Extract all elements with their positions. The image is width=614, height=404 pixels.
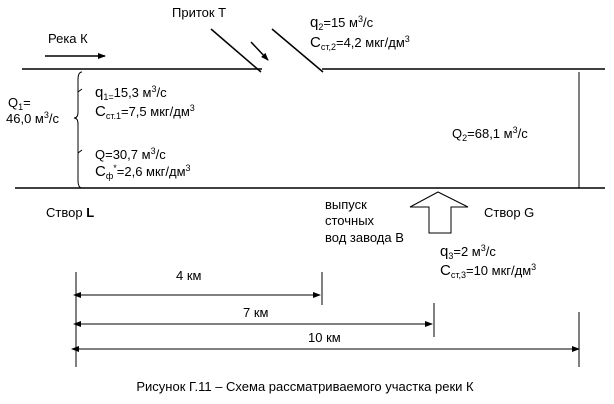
cf-label: Cф*=2,6 мкг/дм3 [95,163,191,181]
Q-label: Q=30,7 м3/с [95,146,166,162]
q1-label: q1=15,3 м3/с [95,84,167,102]
outlet-label-line2: сточных [325,213,375,228]
Q1-value: 46,0 м3/с [6,110,59,126]
q3-label: q3=2 м3/с [440,243,496,261]
dist-10-label: 10 км [308,330,341,345]
tributary-flow-arrow [250,41,269,61]
dist-4-label: 4 км [176,268,202,283]
river-label: Река К [48,31,88,46]
tributary-bank-left [210,28,262,73]
c2-label: Cст,2=4,2 мкг/дм3 [310,34,410,52]
flow-split-brace [73,71,83,189]
outlet-label-line1: выпуск [325,197,367,212]
c1-label: Cст.1=7,5 мкг/дм3 [95,103,195,121]
outlet-label-line3: вод завода В [325,230,404,245]
outlet-arrow-icon [409,191,469,234]
section-G-label: Створ G [484,205,534,220]
Q2-label: Q2=68,1 м3/с [452,125,528,143]
dist-7-label: 7 км [243,305,269,320]
Q1-label: Q1= [8,95,31,112]
figure-caption: Рисунок Г.11 – Схема рассматриваемого уч… [136,379,474,394]
section-L-label: Створ L [46,205,94,220]
tributary-label: Приток Т [172,5,226,20]
c3-label: Cст,3=10 мкг/дм3 [440,262,536,280]
q2-label: q2=15 м3/с [310,14,374,32]
tributary-bank-right [271,28,324,73]
